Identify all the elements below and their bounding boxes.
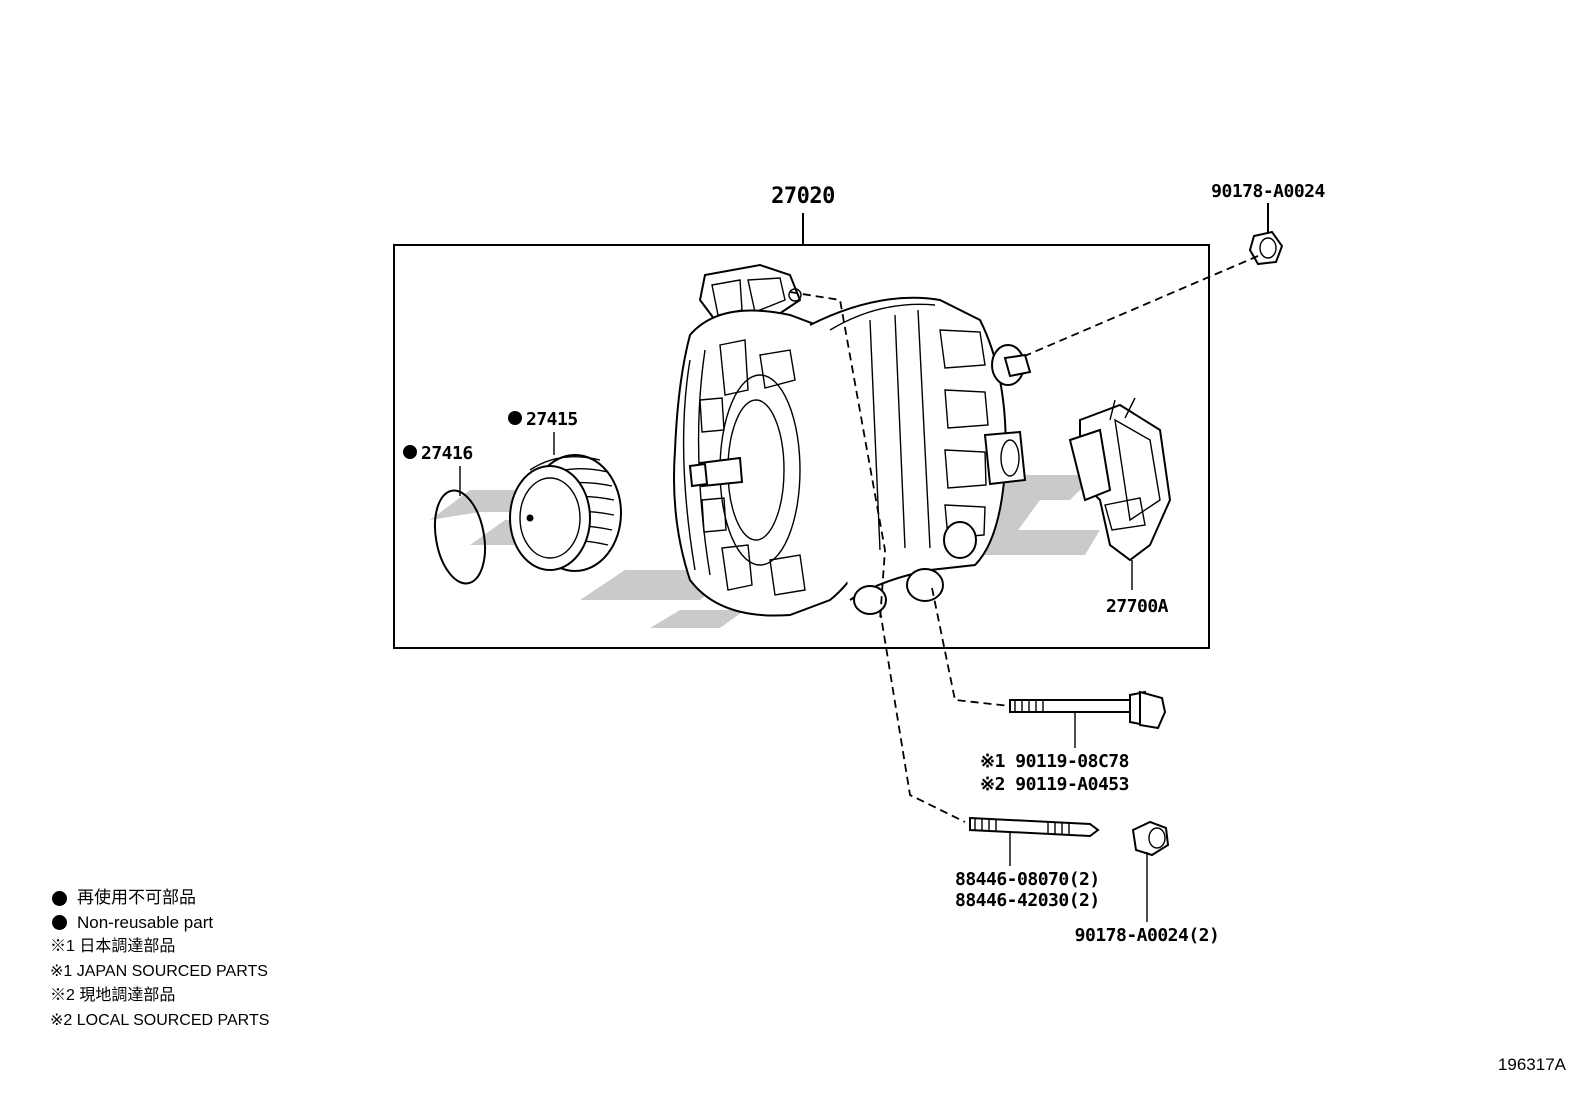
legend-text: 再使用不可部品 bbox=[77, 888, 196, 907]
seal-27416-icon bbox=[433, 489, 487, 585]
regulator-27700a-icon bbox=[1068, 397, 1172, 562]
part-number-90119-local[interactable]: ※2 90119-A0453 bbox=[980, 774, 1129, 795]
nut-icon bbox=[1248, 230, 1284, 266]
legend-item-non-reusable-en: Non-reusable part bbox=[50, 911, 269, 936]
assembly-box bbox=[393, 244, 1210, 649]
legend-text: ※2 LOCAL SOURCED PARTS bbox=[50, 1011, 270, 1029]
legend-item-non-reusable-jp: 再使用不可部品 bbox=[50, 886, 269, 911]
part-number-27415[interactable]: 27415 bbox=[526, 409, 578, 430]
dashed-line-top-nut bbox=[1019, 255, 1259, 359]
legend-text: Non-reusable part bbox=[77, 912, 214, 932]
dashed-line-stud bbox=[879, 609, 966, 823]
part-number-90119-japan[interactable]: ※1 90119-08C78 bbox=[980, 751, 1129, 772]
non-reusable-bullet-27416 bbox=[403, 445, 417, 459]
legend-text: ※1 日本調達部品 bbox=[50, 938, 176, 955]
legend-item-japan-sourced-jp: ※1 日本調達部品 bbox=[50, 935, 269, 960]
pulley-27415-icon bbox=[509, 454, 622, 572]
part-number-90178-bottom[interactable]: 90178-A0024(2) bbox=[1075, 925, 1220, 946]
stud-88446-icon bbox=[969, 816, 1100, 838]
bullet-icon bbox=[52, 890, 67, 906]
dashed-line-upper-mount bbox=[789, 291, 886, 621]
non-reusable-bullet-27415 bbox=[508, 411, 522, 425]
part-number-88446-a[interactable]: 88446-08070(2) bbox=[955, 869, 1100, 890]
legend-text: ※2 現地調達部品 bbox=[50, 987, 176, 1004]
part-number-27416[interactable]: 27416 bbox=[421, 443, 473, 464]
bullet-icon bbox=[52, 915, 67, 931]
figure-id: 196317A bbox=[1497, 1055, 1566, 1074]
part-number-90178-top[interactable]: 90178-A0024 bbox=[1211, 181, 1326, 202]
legend-item-japan-sourced-en: ※1 JAPAN SOURCED PARTS bbox=[50, 960, 269, 985]
alternator-27020-icon bbox=[673, 263, 1032, 617]
legend-text: ※1 JAPAN SOURCED PARTS bbox=[50, 962, 268, 980]
nut-bottom-icon bbox=[1131, 820, 1170, 857]
legend-item-local-sourced-jp: ※2 現地調達部品 bbox=[50, 984, 269, 1009]
legend-item-local-sourced-en: ※2 LOCAL SOURCED PARTS bbox=[50, 1009, 269, 1034]
part-number-27020[interactable]: 27020 bbox=[771, 184, 835, 209]
part-number-88446-b[interactable]: 88446-42030(2) bbox=[955, 890, 1100, 911]
part-number-27700a[interactable]: 27700A bbox=[1106, 596, 1169, 617]
bolt-90119-icon bbox=[1009, 690, 1167, 730]
legend: 再使用不可部品 Non-reusable part ※1 日本調達部品 ※1 J… bbox=[50, 886, 269, 1033]
